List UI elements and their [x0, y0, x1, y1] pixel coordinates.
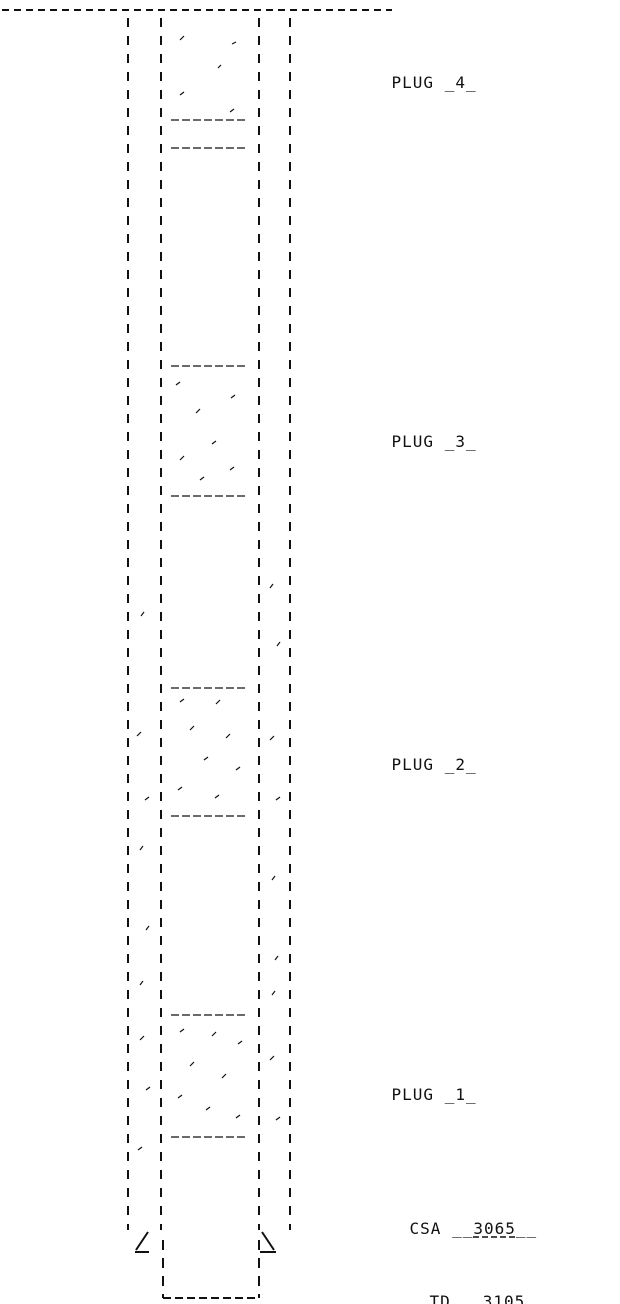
casing-shoe-right: [261, 1231, 275, 1251]
td-value: 3105: [482, 1292, 526, 1304]
csa-word: CSA: [409, 1219, 442, 1238]
plug-4-label: PLUG _4_: [391, 73, 477, 92]
csa-value: 3065: [473, 1219, 516, 1238]
plug-1-number: 1: [455, 1085, 466, 1104]
td-word: TD: [429, 1292, 451, 1304]
plug-3-word: PLUG: [391, 432, 435, 451]
plug-4-cement: [171, 35, 246, 149]
plug-3-label: PLUG _3_: [391, 432, 477, 451]
td-label: TD __3105__: [387, 1273, 547, 1304]
plug-1-cement: [137, 1014, 281, 1151]
plug-4-word: PLUG: [391, 73, 435, 92]
plug-2-cement: [136, 687, 281, 817]
csa-label: CSA __3065__: [409, 1219, 538, 1238]
plug-3-cement: [171, 365, 246, 497]
plug-2-word: PLUG: [391, 755, 435, 774]
plug-2-label: PLUG _2_: [391, 755, 477, 774]
casing-shoe-left: [135, 1231, 149, 1251]
annulus-cement-specks: [139, 583, 281, 996]
plug-4-number: 4: [455, 73, 466, 92]
plug-1-word: PLUG: [391, 1085, 435, 1104]
plug-1-label: PLUG _1_: [391, 1085, 477, 1104]
plug-2-number: 2: [455, 755, 466, 774]
plug-3-number: 3: [455, 432, 466, 451]
